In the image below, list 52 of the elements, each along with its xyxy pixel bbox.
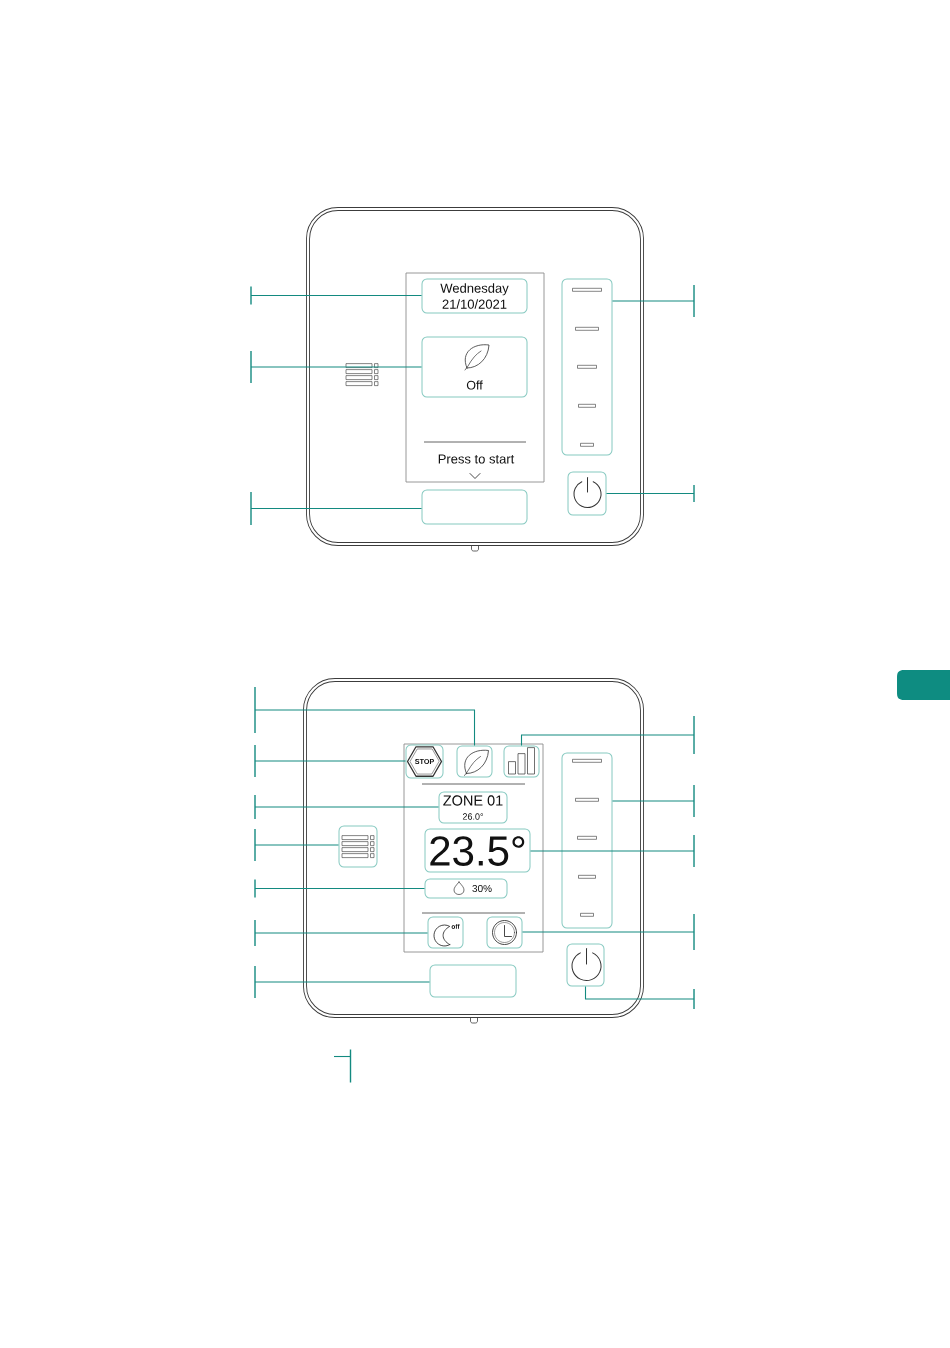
- humidity-box: 30%: [424, 878, 508, 899]
- front-button: [421, 489, 528, 525]
- leader-line: [529, 850, 695, 852]
- leader-line: [254, 981, 431, 983]
- leader-bar: [349, 1049, 352, 1083]
- leader-bar: [254, 795, 256, 819]
- leader-line: [254, 709, 476, 747]
- leader-bar: [250, 492, 252, 525]
- display-screen: [403, 743, 544, 953]
- leader-bar: [693, 785, 695, 817]
- leader-line: [254, 760, 407, 762]
- slider-panel: [561, 752, 613, 929]
- leader-bar: [693, 835, 695, 867]
- leader-bar: [254, 879, 256, 898]
- slider-panel: [561, 278, 613, 456]
- leader-line: [254, 844, 340, 846]
- eco-mode-box: Off: [421, 336, 528, 398]
- leader-bar: [254, 920, 256, 946]
- leader-bar: [693, 989, 695, 1009]
- eco-button: [456, 745, 493, 778]
- leader-bar: [254, 966, 256, 998]
- leader-bar: [693, 914, 695, 950]
- leader-bar: [254, 745, 256, 777]
- leader-bar: [250, 351, 252, 383]
- leader-line: [520, 734, 695, 747]
- leader-line: [254, 806, 440, 808]
- front-button: [429, 964, 517, 998]
- thermostat-body: [303, 678, 644, 1024]
- leader-line: [250, 366, 423, 368]
- leader-bar: [693, 485, 695, 502]
- date-box: Wednesday 21/10/2021: [421, 278, 528, 314]
- leader-bar: [250, 286, 252, 305]
- leader-line: [254, 887, 426, 890]
- leader-line: [250, 294, 423, 297]
- leader-line: [250, 507, 423, 510]
- leader-bar: [254, 687, 256, 733]
- power-button: [567, 471, 607, 516]
- leader-line: [605, 492, 695, 495]
- leader-line: [521, 931, 695, 933]
- leader-bar: [254, 829, 256, 861]
- temperature-box: 23.5°: [424, 828, 531, 873]
- zone-box: ZONE 01 26.0°: [438, 791, 508, 824]
- thermostat-body: [306, 207, 644, 552]
- menu-button: [338, 825, 378, 868]
- leader-bar: [693, 285, 695, 317]
- leader-bar: [693, 716, 695, 754]
- leader-line: [254, 932, 429, 934]
- leader-line: [611, 300, 695, 302]
- clock-button: [486, 916, 523, 949]
- leader-line: [611, 800, 695, 802]
- leader-line: [584, 985, 695, 1000]
- power-button: [566, 943, 605, 987]
